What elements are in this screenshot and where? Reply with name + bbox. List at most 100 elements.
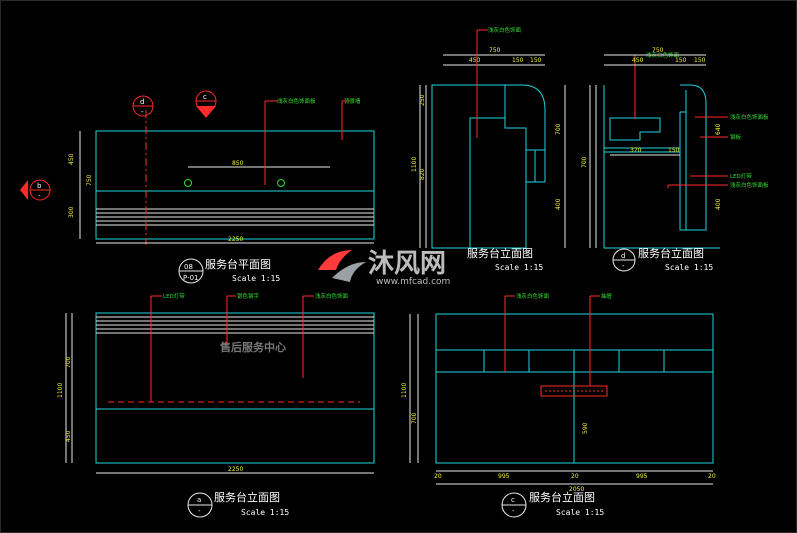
svg-text:-: - bbox=[141, 108, 144, 116]
d-note-2: 浅灰白色饰面板 bbox=[730, 113, 769, 121]
plan-note-panel: 浅灰白色饰面板 bbox=[277, 97, 316, 105]
plan-fixture bbox=[184, 179, 192, 187]
c-dim-h2: 590 bbox=[582, 422, 589, 434]
c-dim-left: 20 bbox=[434, 473, 442, 480]
a-sign-text: 售后服务中心 bbox=[219, 340, 286, 354]
d-dim-w3: 150 bbox=[694, 57, 706, 64]
section-marker-c[interactable]: c bbox=[195, 90, 217, 118]
svg-text:-: - bbox=[198, 507, 201, 515]
svg-text:c: c bbox=[203, 93, 207, 101]
c-title: 服务台立面图 bbox=[529, 490, 595, 504]
front-elevation-a: 售后服务中心 LED灯带 银色钢字 浅灰白色饰面 2250 1100 700 4… bbox=[57, 292, 375, 518]
svg-text:d: d bbox=[621, 252, 625, 260]
side-dim-total: 1100 bbox=[411, 157, 418, 172]
plan-tag-bottom: P-01 bbox=[183, 274, 199, 282]
d-dim-w2: 150 bbox=[675, 57, 687, 64]
d-dim-top: 750 bbox=[652, 47, 664, 54]
side-dim-top: 750 bbox=[489, 47, 501, 54]
c-dim-w1: 995 bbox=[498, 473, 510, 480]
side-dim-h3: 700 bbox=[555, 123, 562, 135]
watermark-logo-icon bbox=[318, 250, 366, 282]
c-title-block: c - 服务台立面图 Scale 1:15 bbox=[501, 490, 604, 518]
a-note-panel: 浅灰白色饰面 bbox=[315, 292, 349, 300]
d-note-5: 浅灰白色饰面板 bbox=[730, 181, 769, 189]
a-note-led: LED灯带 bbox=[163, 292, 185, 300]
svg-text:-: - bbox=[512, 507, 515, 515]
d-title: 服务台立面图 bbox=[638, 246, 704, 260]
plan-dim-h2: 750 bbox=[86, 174, 93, 186]
d-profile bbox=[679, 84, 707, 231]
plan-scale: Scale 1:15 bbox=[232, 274, 280, 283]
watermark-brand: 沐风网 bbox=[368, 249, 446, 279]
plan-fixture bbox=[277, 179, 285, 187]
plan-dim-width: 2250 bbox=[228, 236, 243, 243]
plan-dim-h4: 850 bbox=[232, 160, 244, 167]
c-dim-width: 2050 bbox=[569, 486, 584, 493]
a-title: 服务台立面图 bbox=[214, 490, 280, 504]
d-scale: Scale 1:15 bbox=[665, 263, 713, 272]
d-dim-w1: 450 bbox=[632, 57, 644, 64]
d-dim-h2: 150 bbox=[668, 147, 680, 154]
c-dim-total: 1100 bbox=[401, 383, 408, 398]
d-dim-h4: 400 bbox=[715, 198, 722, 210]
c-drawer-handles bbox=[540, 385, 608, 397]
plan-tag-top: 08 bbox=[184, 263, 193, 271]
a-outline bbox=[95, 312, 375, 464]
side-note-panel: 浅灰白色饰面 bbox=[488, 26, 522, 34]
side-dim-w2: 150 bbox=[512, 57, 524, 64]
d-dim-h1: 370 bbox=[630, 147, 642, 154]
plan-title-block: 08 P-01 服务台平面图 Scale 1:15 bbox=[178, 257, 280, 284]
side-dim-h4: 400 bbox=[555, 198, 562, 210]
svg-text:c: c bbox=[511, 496, 515, 504]
a-title-block: a - 服务台立面图 Scale 1:15 bbox=[187, 490, 289, 518]
plan-dim-h3: 300 bbox=[68, 206, 75, 218]
a-dim-h1: 700 bbox=[65, 356, 72, 368]
side1-scale: Scale 1:15 bbox=[495, 263, 543, 272]
d-base bbox=[603, 85, 720, 249]
section-marker-b[interactable]: b - bbox=[20, 179, 51, 201]
plan-outline bbox=[95, 130, 375, 240]
side-elevation-b: 750 450 150 150 浅灰白色饰面 1100 250 820 700 … bbox=[411, 26, 566, 272]
a-note-letters: 银色钢字 bbox=[237, 292, 260, 300]
side-dim-h1: 250 bbox=[419, 94, 426, 106]
plan-title: 服务台平面图 bbox=[205, 257, 271, 271]
side-profile bbox=[431, 84, 546, 249]
c-dim-w3: 995 bbox=[636, 473, 648, 480]
front-elevation-c: 浅灰白色饰面 抽屉 20 995 20 995 20 2050 1100 700… bbox=[401, 292, 716, 518]
d-note-3: 钢板 bbox=[730, 133, 742, 141]
svg-text:a: a bbox=[197, 496, 201, 504]
svg-text:-: - bbox=[38, 192, 41, 200]
c-scale: Scale 1:15 bbox=[556, 508, 604, 517]
side-dim-h2: 820 bbox=[419, 168, 426, 180]
a-scale: Scale 1:15 bbox=[241, 508, 289, 517]
c-dim-w2: 20 bbox=[571, 473, 579, 480]
c-note-drawer: 抽屉 bbox=[601, 292, 613, 300]
plan-note-wall: 背景墙 bbox=[344, 97, 361, 105]
plan-view: 浅灰白色饰面板 背景墙 2250 450 300 750 850 d - c b… bbox=[20, 90, 375, 284]
section-marker-d[interactable]: d - bbox=[132, 95, 154, 117]
side-dim-w3: 150 bbox=[530, 57, 542, 64]
d-shelf bbox=[609, 117, 661, 141]
c-dim-h1: 700 bbox=[411, 412, 418, 424]
side-elevation-d: 浅灰白色饰面 浅灰白色饰面板 钢板 LED灯带 浅灰白色饰面板 750 450 … bbox=[581, 47, 769, 272]
a-dim-width: 2250 bbox=[228, 466, 243, 473]
d-dim-h5: 700 bbox=[581, 156, 588, 168]
d-note-4: LED灯带 bbox=[730, 172, 752, 180]
svg-text:d: d bbox=[140, 98, 144, 106]
a-dim-h2: 450 bbox=[65, 430, 72, 442]
svg-text:-: - bbox=[622, 262, 625, 270]
watermark: 沐风网 www.mfcad.com bbox=[318, 249, 450, 287]
c-note-panel: 浅灰白色饰面 bbox=[516, 292, 550, 300]
watermark-url: www.mfcad.com bbox=[376, 277, 450, 287]
side1-title-block: 服务台立面图 Scale 1:15 bbox=[467, 246, 543, 272]
c-dim-right: 20 bbox=[708, 473, 716, 480]
side-panel-left bbox=[431, 84, 506, 249]
d-title-block: d - 服务台立面图 Scale 1:15 bbox=[612, 246, 713, 272]
side-dim-w1: 450 bbox=[469, 57, 481, 64]
d-dim-h3: 640 bbox=[715, 123, 722, 135]
svg-text:b: b bbox=[37, 182, 42, 190]
a-dim-total: 1100 bbox=[57, 383, 64, 398]
plan-dim-h1: 450 bbox=[68, 153, 75, 165]
side1-title: 服务台立面图 bbox=[467, 246, 533, 260]
